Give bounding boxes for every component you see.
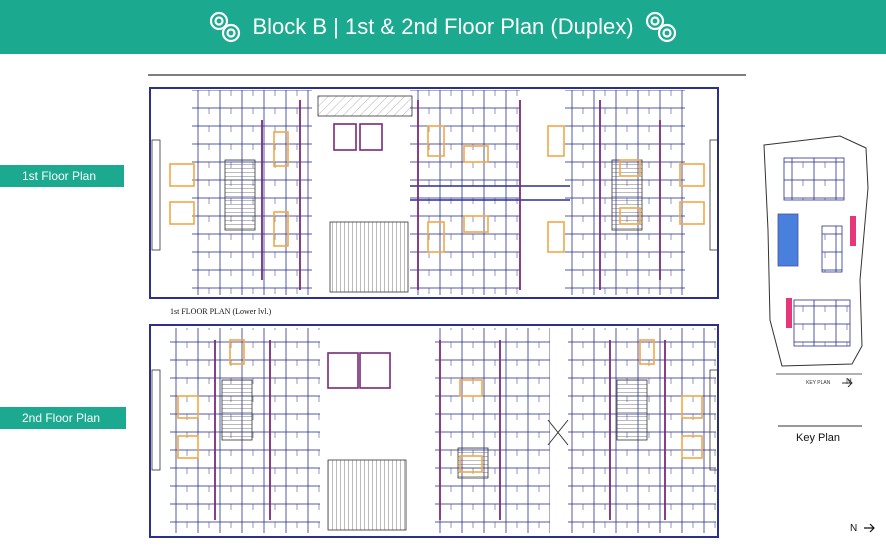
key-plan-label: Key Plan [796,432,841,444]
second-floor-plan [149,324,719,538]
key-plan-north-label: N [846,377,852,386]
north-arrow-icon [864,523,875,533]
second-floor-label: 2nd Floor Plan [0,407,126,429]
north-label: N [850,523,858,534]
first-floor-caption: 1st FLOOR PLAN (Lower lvl.) [170,307,272,316]
first-floor-label: 1st Floor Plan [0,165,124,187]
page-title: Block B | 1st & 2nd Floor Plan (Duplex) [252,14,634,39]
page-header: Block B | 1st & 2nd Floor Plan (Duplex) [0,0,886,54]
key-plan-caption: KEY PLAN [806,380,831,386]
swirl-ornament-icon [645,11,676,43]
first-floor-plan [149,87,719,299]
swirl-ornament-icon [210,11,241,43]
key-plan-diagram [763,135,869,388]
